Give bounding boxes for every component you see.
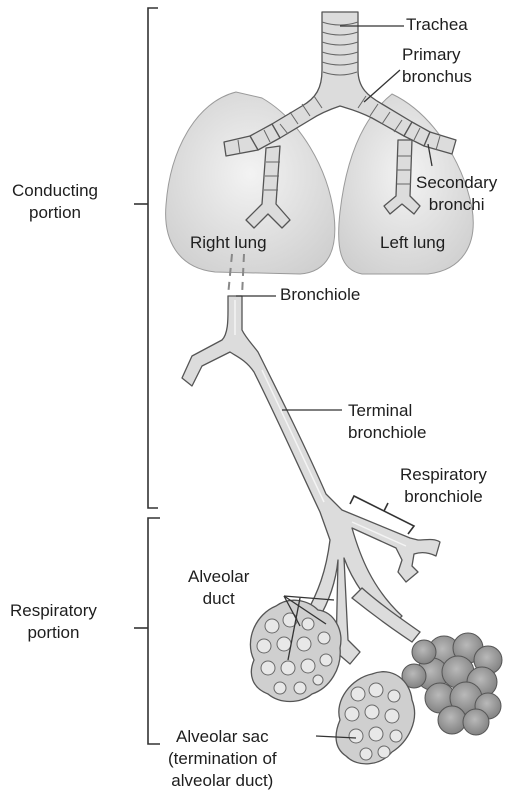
cluster-stem <box>352 588 420 642</box>
label-left-lung: Left lung <box>380 232 445 254</box>
label-alveolar-sac: Alveolar sac (termination of alveolar du… <box>168 726 277 792</box>
label-secondary-bronchi: Secondary bronchi <box>416 172 497 216</box>
label-trachea: Trachea <box>406 14 468 36</box>
alveolar-sac-cluster <box>402 633 502 735</box>
alveolar-sac-lower <box>336 672 414 764</box>
respiratory-bracket <box>134 518 160 744</box>
label-alveolar-duct: Alveolar duct <box>188 566 249 610</box>
conducting-bracket <box>134 8 158 508</box>
label-terminal-bronchiole: Terminal bronchiole <box>348 400 426 444</box>
label-right-lung: Right lung <box>190 232 267 254</box>
label-respiratory-bronchiole: Respiratory bronchiole <box>400 464 487 508</box>
alveolar-sac-left <box>250 600 340 701</box>
label-bronchiole: Bronchiole <box>280 284 360 306</box>
label-respiratory-portion: Respiratory portion <box>10 600 97 644</box>
label-conducting-portion: Conducting portion <box>12 180 98 224</box>
label-primary-bronchus: Primary bronchus <box>402 44 472 88</box>
